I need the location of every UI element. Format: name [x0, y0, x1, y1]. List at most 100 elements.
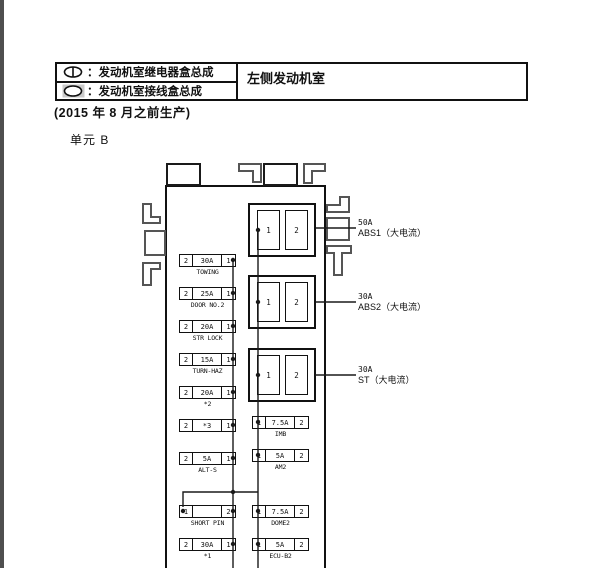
fuse-amp: 25A — [193, 288, 222, 299]
fuse-amp: *3 — [193, 420, 222, 431]
fuse-name: TOWING — [196, 268, 219, 276]
fuse-pin: 1 — [253, 450, 266, 461]
fuse-pin: 1 — [180, 506, 193, 517]
fuse-pin: 2 — [299, 540, 304, 549]
left-hook-icon — [142, 203, 161, 224]
top-tabs — [166, 163, 326, 186]
fuse-name: IMB — [274, 430, 287, 438]
big-fuse-pin2: 2 — [285, 282, 308, 322]
relay-box-legend-label: ：发动机室继电器盒总成 — [87, 67, 214, 80]
big-fuse-abs1: 1 2 — [248, 203, 316, 257]
junction-box-symbol-icon — [61, 84, 87, 98]
fuse-amp: 5A — [266, 539, 295, 550]
fuse-dome2: 1 7.5A 2 — [252, 505, 309, 518]
fuse-name: ECU-B2 — [269, 552, 292, 560]
fuse-pin: 1 — [253, 417, 266, 428]
fuse-pin: 1 — [226, 355, 231, 364]
fuse-star2: 2 20A 1 — [179, 386, 236, 399]
fuse-imb: 1 7.5A 2 — [252, 416, 309, 429]
fuse-pin: 1 — [226, 388, 231, 397]
junction-box-legend-label: ：发动机室接线盒总成 — [87, 85, 202, 98]
left-tabs — [142, 203, 166, 286]
label-abs2: 30A ABS2（大电流） — [358, 291, 426, 313]
fuse-name: SHORT PIN — [190, 519, 225, 527]
fuse-name: DOME2 — [271, 519, 290, 527]
top-hook-icon — [303, 163, 326, 184]
fuse-pin: 1 — [226, 289, 231, 298]
fuse-pin: 2 — [180, 539, 193, 550]
fuse-amp: 30A — [193, 255, 222, 266]
fuse-pin: 2 — [299, 507, 304, 516]
legend-row-junction-box: ：发动机室接线盒总成 — [57, 80, 236, 100]
big-fuse-pin1: 1 — [257, 282, 280, 322]
big-fuse-pin1: 1 — [257, 210, 280, 250]
big-fuse-pin1: 1 — [257, 355, 280, 395]
fuse-name: AM2 — [274, 463, 287, 471]
relay-box-symbol-icon — [61, 65, 87, 79]
label-st: 30A ST（大电流） — [358, 364, 415, 386]
fuse-pin: 1 — [226, 540, 231, 549]
fuse-ecu-b2: 1 5A 2 — [252, 538, 309, 551]
fuse-pin: 2 — [180, 453, 193, 464]
right-tab-rect — [326, 217, 350, 241]
top-tab-rect — [263, 163, 298, 186]
fuse-amp: 30A — [358, 292, 373, 301]
fuse-pin: 1 — [253, 539, 266, 550]
fuse-pin: 1 — [226, 454, 231, 463]
fuse-am2: 1 5A 2 — [252, 449, 309, 462]
fuse-pin: 2 — [180, 387, 193, 398]
production-note: (2015 年 8 月之前生产) — [54, 106, 191, 120]
fuse-name: ST（大电流） — [358, 375, 415, 385]
top-hook-icon — [238, 163, 262, 183]
fuse-amp: 7.5A — [266, 417, 295, 428]
fuse-pin: 2 — [180, 255, 193, 266]
fuse-door-no2: 2 25A 1 — [179, 287, 236, 300]
fuse-pin: 2 — [180, 321, 193, 332]
top-tab-rect — [166, 163, 201, 186]
fuse-amp: 5A — [266, 450, 295, 461]
legend-table: ：发动机室继电器盒总成 ：发动机室接线盒总成 左侧发动机室 — [55, 62, 528, 101]
fuse-pin: 2 — [180, 288, 193, 299]
fuse-pin: 1 — [226, 421, 231, 430]
fuse-name: *2 — [203, 400, 212, 408]
fuse-pin: 1 — [226, 322, 231, 331]
right-hook-icon — [326, 196, 350, 213]
fuse-str-lock: 2 20A 1 — [179, 320, 236, 333]
fuse-amp — [193, 506, 222, 517]
fuse-pin: 1 — [226, 256, 231, 265]
fuse-amp: 20A — [193, 321, 222, 332]
fuse-amp: 30A — [193, 539, 222, 550]
fuse-pin: 2 — [299, 418, 304, 427]
fuse-name: TURN-HAZ — [192, 367, 223, 375]
big-fuse-abs2: 1 2 — [248, 275, 316, 329]
fuse-amp: 20A — [193, 387, 222, 398]
legend-symbols-column: ：发动机室继电器盒总成 ：发动机室接线盒总成 — [57, 64, 238, 99]
fuse-towing: 2 30A 1 — [179, 254, 236, 267]
fuse-short-pin: 1 2 — [179, 505, 236, 518]
legend-row-relay-box: ：发动机室继电器盒总成 — [57, 64, 236, 81]
big-fuse-st: 1 2 — [248, 348, 316, 402]
fuse-name: STR LOCK — [192, 334, 223, 342]
left-tab-rect — [144, 230, 166, 256]
location-cell: 左侧发动机室 — [247, 71, 326, 86]
fuse-pin: 2 — [180, 354, 193, 365]
right-tabs — [326, 196, 352, 276]
big-fuse-pin2: 2 — [285, 355, 308, 395]
fuse-pin: 2 — [226, 507, 231, 516]
fuse-name: DOOR NO.2 — [190, 301, 225, 309]
fuse-turn-haz: 2 15A 1 — [179, 353, 236, 366]
fuse-name: ALT-S — [198, 466, 217, 474]
fuse-star3: 2 *3 1 — [179, 419, 236, 432]
fuse-pin: 1 — [253, 506, 266, 517]
big-fuse-pin2: 2 — [285, 210, 308, 250]
fuse-pin: 2 — [180, 420, 193, 431]
fuse-amp: 7.5A — [266, 506, 295, 517]
fuse-amp: 15A — [193, 354, 222, 365]
fuse-amp: 30A — [358, 365, 373, 374]
unit-label: 单元 B — [70, 133, 110, 147]
label-abs1: 50A ABS1（大电流） — [358, 217, 426, 239]
fuse-amp: 50A — [358, 218, 373, 227]
window-edge-strip — [0, 0, 4, 568]
fuse-pin: 2 — [299, 451, 304, 460]
